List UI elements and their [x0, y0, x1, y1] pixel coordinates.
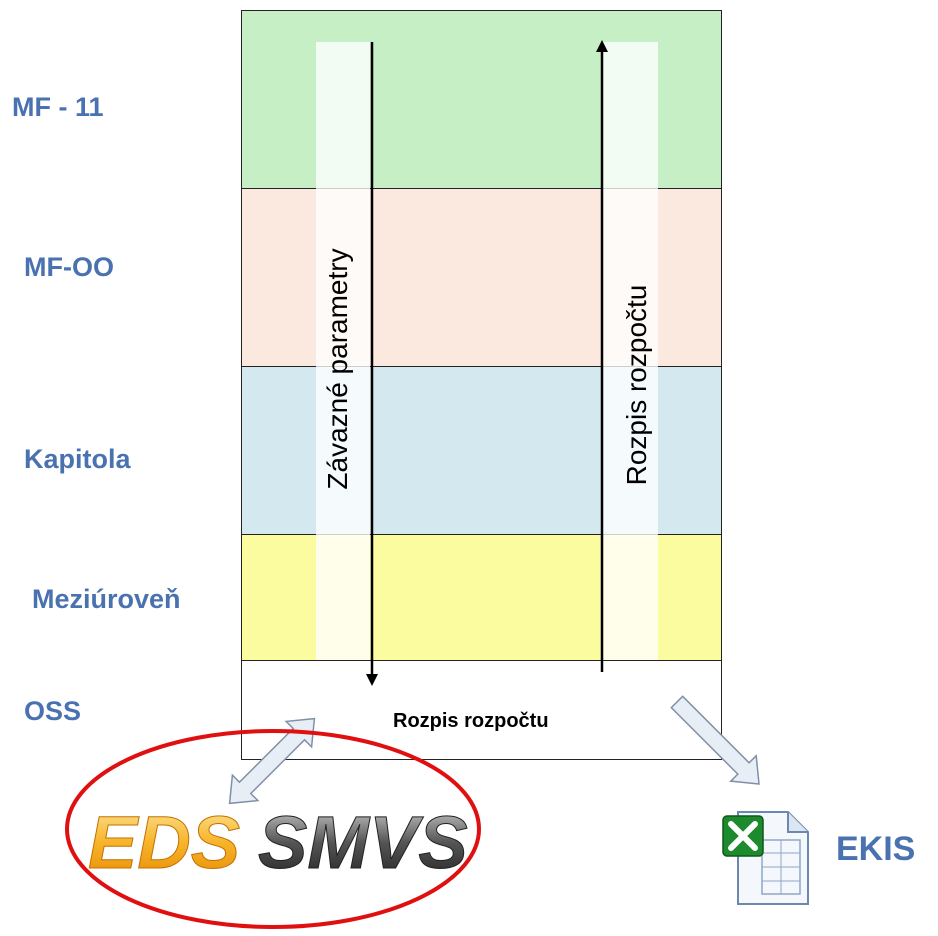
level-label-meziuroven: Meziúroveň: [32, 584, 181, 614]
logo-text-eds: EDS: [88, 801, 240, 884]
band-oss: [241, 660, 722, 760]
level-label-oss: OSS: [24, 696, 82, 726]
oss-box-text: Rozpis rozpočtu: [393, 710, 549, 732]
up-arrow-column: [602, 42, 658, 660]
level-label-mfoo: MF-OO: [24, 252, 114, 282]
eds-smvs-logo: EDS SMVS: [88, 801, 469, 885]
ekis-arrow: [670, 695, 760, 785]
down-arrow-column: [316, 42, 370, 660]
ekis-label: EKIS: [836, 830, 916, 868]
logo-oss-double-arrow: [228, 717, 316, 805]
excel-file-icon: [722, 811, 809, 905]
logo-ellipse: [65, 729, 481, 929]
level-label-kapitola: Kapitola: [24, 444, 131, 474]
logo-text-smvs: SMVS: [258, 801, 468, 884]
level-label-mf11: MF - 11: [12, 92, 104, 122]
